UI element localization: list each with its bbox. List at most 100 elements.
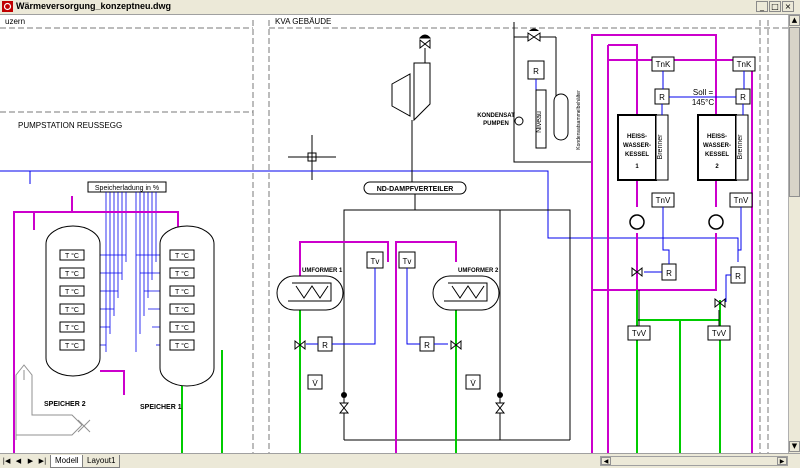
- kessel-2-label-line2: WASSER-: [703, 143, 731, 149]
- area-label-pumpstation: PUMPSTATION REUSSEGG: [18, 121, 122, 130]
- kondensat-valve-icon: [527, 28, 541, 42]
- temp-sensors-speicher-1: [169, 249, 195, 351]
- hot-water-pipes-kessel: [591, 34, 753, 453]
- layout-tab-bar: |◀ ◀ ▶ ▶| Modell Layout1 ◀ ▶: [0, 453, 800, 468]
- hot-water-pipes-left: [13, 196, 179, 453]
- scroll-thumb[interactable]: [789, 27, 800, 197]
- scroll-up-button[interactable]: ▲: [789, 15, 800, 26]
- kondensatsammelbehaelter-label: Kondensatsammelbehälter: [576, 90, 582, 150]
- circulation-pumps: [629, 214, 724, 230]
- niveau-label: Niveau: [536, 111, 543, 133]
- tnk-label: TnK: [737, 60, 752, 69]
- controller-boxes-umformer: [307, 251, 481, 390]
- speicher-2-label: SPEICHER 2: [44, 401, 86, 408]
- heisswasser-kessel-2: [697, 114, 749, 181]
- tc-label: T °C: [175, 288, 189, 296]
- kessel-2-number: 2: [715, 164, 719, 170]
- brenner-1-label: Brenner: [657, 134, 664, 160]
- tc-label: T °C: [175, 270, 189, 278]
- r-label: R: [735, 272, 741, 281]
- r-label: R: [322, 341, 328, 350]
- area-label-kva: KVA GEBÄUDE: [275, 17, 331, 26]
- steam-traps: [341, 392, 503, 398]
- green-pipes-left: [181, 350, 223, 453]
- area-label-luzern: uzern: [5, 17, 25, 26]
- steam-lines: [343, 22, 592, 441]
- r-label: R: [659, 93, 665, 102]
- mixing-valves-kessel: [631, 267, 726, 308]
- controller-boxes-kessel: [627, 56, 756, 341]
- autocad-app-icon: [2, 1, 13, 12]
- minimize-button[interactable]: _: [756, 1, 768, 12]
- brenner-2-label: Brenner: [737, 134, 744, 160]
- nd-dampfverteiler-label: ND-DAMPFVERTEILER: [377, 186, 454, 193]
- kessel-1-label-line3: KESSEL: [625, 152, 649, 158]
- tvv-label: TvV: [632, 329, 647, 338]
- tc-label: T °C: [65, 252, 79, 260]
- turbine-icon: [391, 34, 432, 185]
- area-boundaries: [0, 20, 788, 453]
- umformer-2-heat-exchanger: [432, 275, 500, 311]
- last-tab-button[interactable]: ▶|: [38, 457, 47, 465]
- next-tab-button[interactable]: ▶: [27, 457, 34, 465]
- tv-label: Tv: [371, 257, 380, 266]
- p-and-id-diagram: uzern KVA GEBÄUDE PUMPSTATION REUSSEGG S…: [0, 17, 788, 453]
- tc-label: T °C: [65, 324, 79, 332]
- first-tab-button[interactable]: |◀: [2, 457, 11, 465]
- vertical-scrollbar[interactable]: ▲ ▼: [788, 15, 800, 453]
- niveau-box: [535, 89, 547, 149]
- close-button[interactable]: ×: [782, 1, 794, 12]
- title-bar: Wärmeversorgung_konzeptneu.dwg _ □ ×: [0, 0, 800, 15]
- crosshair-cursor-icon: [288, 135, 336, 180]
- tc-label: T °C: [65, 306, 79, 314]
- tnv-label: TnV: [656, 196, 671, 205]
- kondensatsammelbehaelter-tank: [553, 93, 569, 141]
- kessel-1-label-line1: HEISS-: [627, 134, 647, 140]
- soll-label: Soll =: [693, 88, 714, 97]
- r-label: R: [666, 269, 672, 278]
- r-label: R: [533, 67, 539, 76]
- kessel-2-label-line3: KESSEL: [705, 152, 729, 158]
- kondensat-pump-icon: [514, 116, 524, 126]
- control-signals-umformer: [306, 268, 448, 345]
- speicherladung-box: [87, 181, 167, 193]
- tab-modell[interactable]: Modell: [50, 455, 84, 468]
- tc-label: T °C: [175, 324, 189, 332]
- scroll-down-button[interactable]: ▼: [789, 441, 800, 452]
- maximize-button[interactable]: □: [769, 1, 781, 12]
- r-label: R: [424, 341, 430, 350]
- tvv-label: TvV: [712, 329, 727, 338]
- horizontal-scrollbar[interactable]: ◀ ▶: [600, 456, 788, 466]
- temp-sensors-speicher-2: [59, 249, 85, 351]
- scroll-left-button[interactable]: ◀: [601, 457, 611, 465]
- speicher-2-tank: [45, 225, 101, 377]
- scroll-right-button[interactable]: ▶: [777, 457, 787, 465]
- tc-label: T °C: [65, 288, 79, 296]
- control-signals-kessel: [644, 71, 745, 302]
- tc-label: T °C: [65, 270, 79, 278]
- heisswasser-kessel-1: [617, 114, 669, 181]
- speicherladung-label: Speicherladung in %: [95, 185, 159, 192]
- prev-tab-button[interactable]: ◀: [15, 457, 22, 465]
- kessel-signals-black: [638, 290, 720, 326]
- green-pipes-umformer: [299, 310, 457, 453]
- soll-value: 145°C: [692, 98, 715, 107]
- ucs-icon: [15, 364, 91, 440]
- vdot-label: V̇: [312, 379, 318, 388]
- signal-lines: [0, 170, 739, 262]
- umformer-2-label: UMFORMER 2: [458, 268, 499, 274]
- kondensat-pumpen-label-2: PUMPEN: [483, 121, 509, 127]
- tnv-label: TnV: [734, 196, 749, 205]
- green-pipes-kessel: [636, 290, 721, 453]
- tc-label: T °C: [175, 342, 189, 350]
- tc-label: T °C: [65, 342, 79, 350]
- tc-label: T °C: [175, 306, 189, 314]
- drawing-canvas[interactable]: uzern KVA GEBÄUDE PUMPSTATION REUSSEGG S…: [0, 15, 788, 453]
- tnk-label: TnK: [656, 60, 671, 69]
- umformer-1-heat-exchanger: [276, 275, 344, 311]
- speicher-1-label: SPEICHER 1: [140, 404, 182, 411]
- kondensat-pumpen-label: KONDENSAT: [477, 113, 515, 119]
- kessel-2-label-line1: HEISS-: [707, 134, 727, 140]
- r-label: R: [740, 93, 746, 102]
- tab-layout1[interactable]: Layout1: [82, 455, 121, 468]
